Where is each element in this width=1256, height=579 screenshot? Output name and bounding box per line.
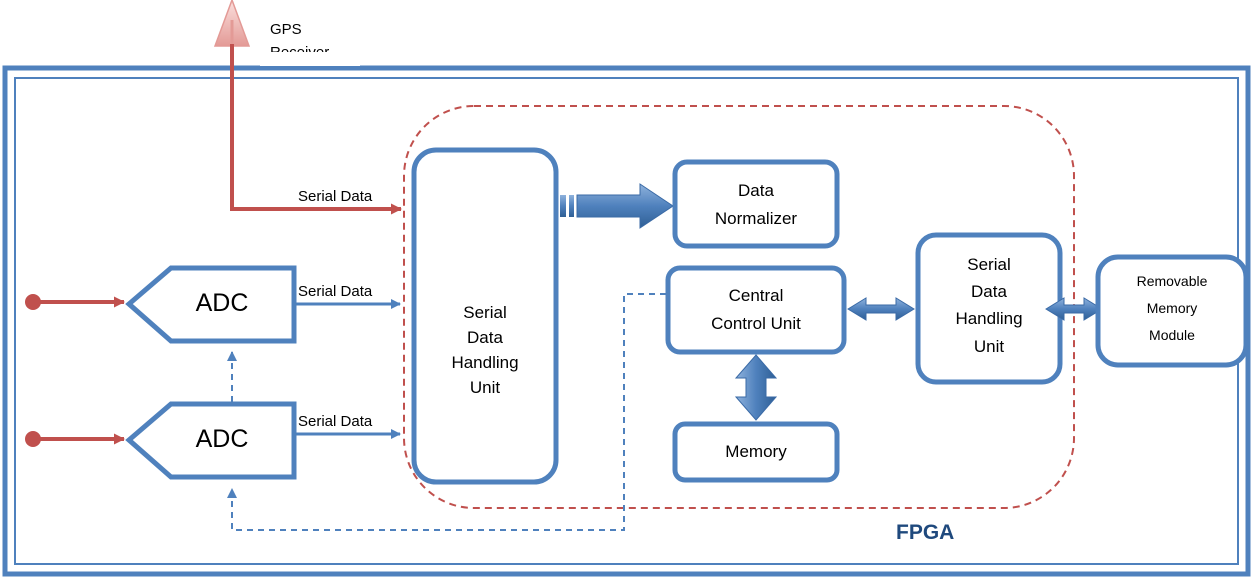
adc-label-1: ADC	[196, 289, 249, 317]
memory-label: Memory	[725, 442, 787, 461]
removable-line2: Memory	[1147, 300, 1198, 316]
gps-label-clip	[260, 52, 360, 66]
gps-serial-label: Serial Data	[298, 188, 373, 205]
ccu-control-dashed	[227, 293, 666, 531]
ccu-line1: Central	[729, 286, 784, 305]
removable-line1: Removable	[1137, 273, 1208, 289]
adc1-serial-label: Serial Data	[298, 283, 373, 300]
data-normalizer-block	[672, 159, 840, 249]
memory-block	[672, 421, 840, 483]
sdhu-right-line1: Serial	[967, 255, 1010, 274]
ccu-line2: Control Unit	[711, 314, 801, 333]
ccu-sdhu-double-arrow	[847, 297, 915, 321]
block-arrow-to-normalizer	[560, 183, 674, 229]
fpga-label: FPGA	[896, 521, 954, 544]
adc2-serial-label: Serial Data	[298, 413, 373, 430]
gps-label-line1: GPS	[270, 21, 302, 38]
sdhu-left-line4: Unit	[470, 378, 501, 397]
sdhu-right-line2: Data	[971, 282, 1007, 301]
adc-block-2	[125, 401, 297, 480]
central-control-unit-block	[665, 265, 847, 355]
adc-label-2: ADC	[196, 425, 249, 453]
removable-line3: Module	[1149, 327, 1195, 343]
sdhu-left-line3: Handling	[451, 353, 518, 372]
normalizer-line2: Normalizer	[715, 209, 798, 228]
sdhu-right-line4: Unit	[974, 337, 1005, 356]
removable-memory-module-block	[1095, 254, 1249, 368]
gps-serial-line	[230, 44, 402, 215]
sdhu-left-line2: Data	[467, 328, 503, 347]
sdhu-left-line1: Serial	[463, 303, 506, 322]
sdhu-left-block	[411, 147, 559, 485]
normalizer-line1: Data	[738, 181, 774, 200]
ccu-memory-double-arrow	[734, 354, 778, 421]
sdhu-right-line3: Handling	[955, 309, 1022, 328]
adc-block-1	[125, 265, 297, 344]
